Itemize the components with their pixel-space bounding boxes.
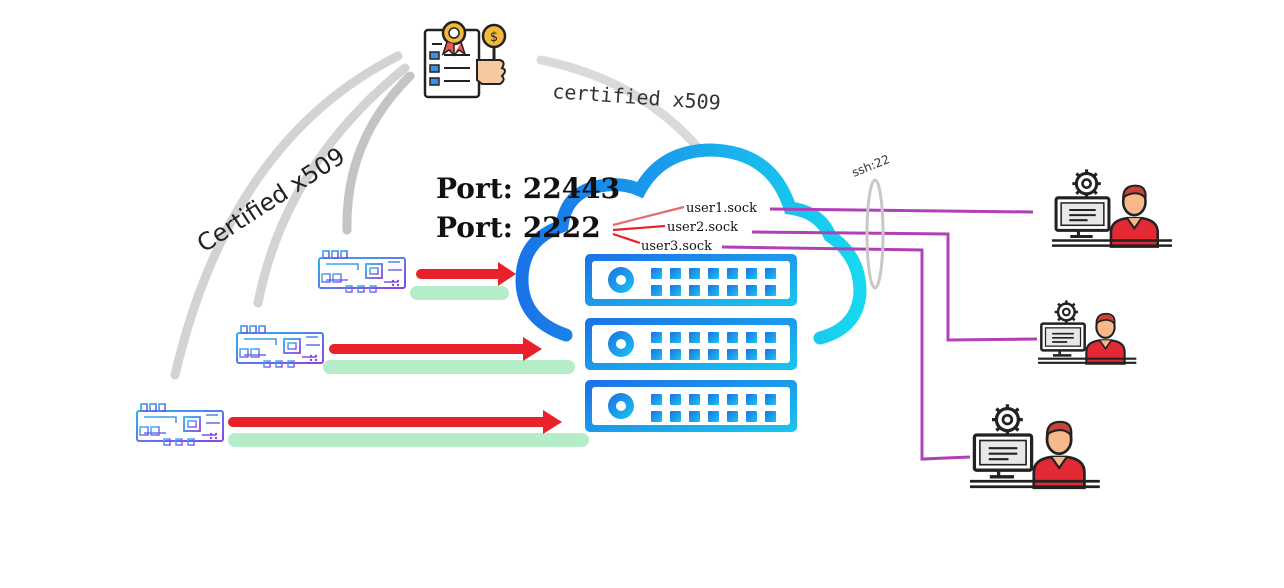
server-led	[689, 268, 700, 279]
server-led	[670, 411, 681, 422]
ssh-connection-lines	[721, 207, 1038, 461]
server-led	[746, 349, 757, 360]
server-led	[746, 268, 757, 279]
server-led	[746, 332, 757, 343]
server-led	[765, 394, 776, 405]
server-led	[689, 349, 700, 360]
server-led	[651, 411, 662, 422]
server-led	[651, 349, 662, 360]
certificate-distribution-curves	[170, 51, 705, 380]
red-arrow	[228, 410, 562, 434]
server-led	[651, 332, 662, 343]
cloud-icon	[515, 143, 867, 345]
server-led	[708, 394, 719, 405]
server-led	[765, 332, 776, 343]
server-led	[689, 394, 700, 405]
server-led	[727, 332, 738, 343]
server-led	[746, 394, 757, 405]
server-led	[651, 285, 662, 296]
server-led	[708, 285, 719, 296]
server-led	[689, 285, 700, 296]
server-led	[708, 268, 719, 279]
server-led	[727, 394, 738, 405]
svg-text:$: $	[490, 30, 498, 45]
server-led	[670, 268, 681, 279]
server-led	[670, 349, 681, 360]
server-led	[765, 268, 776, 279]
circuit-board-icon	[318, 250, 406, 293]
server-led	[765, 411, 776, 422]
user-at-computer-icon	[970, 402, 1102, 490]
server-led	[651, 268, 662, 279]
red-arrow	[416, 262, 516, 286]
server-led	[670, 332, 681, 343]
circuit-board-icon	[236, 325, 324, 368]
server-led	[727, 411, 738, 422]
server-led	[727, 285, 738, 296]
circuit-board-icon	[136, 403, 224, 446]
device-connections	[228, 262, 589, 447]
server-led	[708, 411, 719, 422]
port-22443-label: Port: 22443	[436, 172, 620, 205]
port-2222-label: Port: 2222	[436, 211, 601, 244]
server-led	[727, 268, 738, 279]
ssh-port-ring	[865, 178, 885, 290]
server-rack-icon	[585, 254, 797, 432]
user1-sock-label: user1.sock	[686, 201, 757, 216]
server-led	[765, 349, 776, 360]
server-led	[670, 285, 681, 296]
red-arrow	[329, 337, 542, 361]
user3-sock-label: user3.sock	[641, 239, 712, 254]
server-led	[746, 411, 757, 422]
server-led	[689, 411, 700, 422]
user-at-computer-icon	[1038, 298, 1138, 366]
ssh-22-label: ssh:22	[850, 152, 892, 180]
server-led	[708, 332, 719, 343]
certified-x509-top-label: certified x509	[552, 79, 722, 115]
socket-links	[612, 205, 685, 245]
server-led	[670, 394, 681, 405]
server-led	[746, 285, 757, 296]
server-led	[765, 285, 776, 296]
certificate-document-icon: $	[423, 20, 507, 99]
server-led	[727, 349, 738, 360]
user-at-computer-icon	[1052, 167, 1174, 249]
server-led	[651, 394, 662, 405]
server-led	[689, 332, 700, 343]
user2-sock-label: user2.sock	[667, 220, 738, 235]
server-led	[708, 349, 719, 360]
